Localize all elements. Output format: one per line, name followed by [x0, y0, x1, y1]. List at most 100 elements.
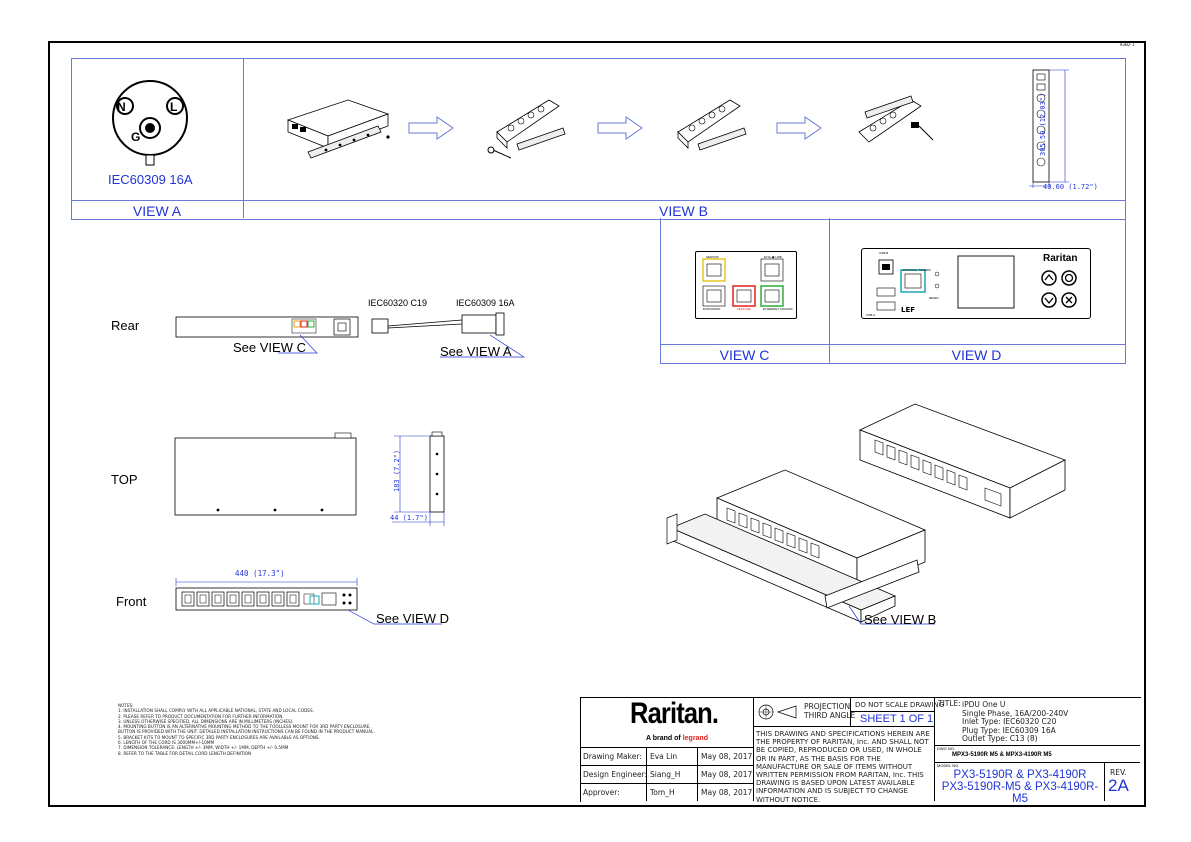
dwg-no: MPX3-5190R M5 & MPX3-4190R M5: [952, 752, 1052, 758]
pdu-top-view: [174, 431, 445, 526]
note-line: BUTTON IS PROVIDED WITH THE UNIT. DETAIL…: [118, 729, 375, 735]
revision: 2A: [1108, 776, 1129, 795]
bracket-install-step-2: [487, 99, 566, 159]
logo-sub-prefix: A brand of: [646, 735, 681, 742]
c19-label: IEC60320 C19: [368, 298, 428, 308]
iec60309-plug-diagram: [112, 80, 188, 166]
port-usb-b-label: USB-B: [879, 251, 889, 255]
notes-block: NOTES: 1. INSTALLATION SHALL COMPLY WITH…: [118, 703, 448, 756]
pin-g-label: G: [131, 130, 141, 144]
bracket-side-view: [1029, 69, 1069, 188]
pin-l-label: L: [170, 100, 178, 114]
design-engineer-role: Design Engineer:: [583, 770, 648, 779]
reset-label: RESET: [929, 296, 940, 300]
title-lines: iPDU One U Single Phase, 16A/200-240V In…: [962, 700, 1069, 744]
approver-name: Tom_H: [650, 788, 675, 797]
disclaimer-text: THIS DRAWING AND SPECIFICATIONS HEREIN A…: [756, 730, 930, 804]
pdu-isometric-view: [666, 403, 1066, 625]
design-engineer-date: May 08, 2017: [701, 770, 753, 779]
drawing-maker-date: May 08, 2017: [701, 752, 753, 761]
drawing-maker-name: Eva Lin: [650, 752, 678, 761]
svg-text:LEF: LEF: [901, 306, 915, 314]
port-sensor-label: SENSOR: [706, 255, 719, 259]
bracket-install-step-4: [858, 95, 934, 143]
model-no-lines: PX3-5190R & PX3-4190R PX3-5190R-M5 & PX3…: [937, 769, 1103, 805]
note-line: 8. REFER TO THE TABLE FOR DETAIL CORD LE…: [118, 750, 252, 756]
pin-n-label: N: [117, 100, 126, 114]
note-line: 2. PLEASE REFER TO PRODUCT DOCUMENTATION…: [118, 713, 284, 719]
rear-port-panel-detail: [702, 258, 784, 307]
bracket-install-step-3: [677, 99, 747, 151]
title-line: Plug Type: IEC60309 16A: [962, 725, 1056, 735]
note-line: 3. UNLESS OTHERWISE SPECIFIED, ALL DIMEN…: [118, 718, 294, 724]
top-depth-dim: 44 (1.7"): [390, 514, 428, 522]
view-cd-frame: [660, 218, 1126, 364]
note-line: 7. DIMENSION TOLERANCE: LENGTH +/- 3MM, …: [118, 745, 289, 751]
view-d-label: VIEW D: [951, 347, 1002, 363]
front-width-dim: 440 (17.3"): [235, 569, 285, 578]
see-view-b-callout: See VIEW B: [864, 612, 937, 627]
title-line: iPDU One U: [962, 700, 1006, 709]
design-engineer-name: Siang_H: [650, 770, 681, 779]
notes-title: NOTES:: [118, 703, 134, 708]
view-d-brand: Raritan: [1043, 253, 1078, 264]
front-control-panel: [861, 248, 1091, 319]
front-label: Front: [116, 594, 147, 609]
raritan-logo: Raritan.: [630, 697, 719, 730]
title-line: Outlet Type: C13 (8): [962, 734, 1038, 744]
model-line: PX3-5190R & PX3-4190R: [953, 769, 1087, 781]
rear-port-panel: [695, 251, 797, 319]
legrand-brand: legrand: [682, 735, 708, 742]
see-view-d-callout: See VIEW D: [376, 611, 449, 626]
title-line: Inlet Type: IEC60320 C20: [962, 717, 1057, 727]
port-feature-label: FEATURE: [737, 307, 751, 311]
rear-label: Rear: [111, 318, 140, 333]
third-angle-label: THIRD ANGLE: [804, 711, 856, 720]
see-view-c-callout: See VIEW C: [233, 340, 306, 355]
bracket-install-step-1: [286, 99, 390, 159]
logo-sub-text: A brand of legrand: [646, 735, 708, 742]
port-eth-top-label: ETH+▣ USB: [764, 255, 782, 259]
sheet-number: SHEET 1 OF 1: [860, 713, 934, 725]
model-line: PX3-5190R-M5 & PX3-4190R-M5: [941, 781, 1099, 805]
dwg-no-label: DWG NO.: [937, 746, 955, 751]
rev-label: REV.: [1110, 768, 1127, 777]
view-b-label: VIEW B: [658, 203, 708, 219]
model-no-label: MODEL NO.: [937, 763, 960, 768]
top-label: TOP: [111, 472, 138, 487]
bracket-width-dim: 43.60 (1.72"): [1043, 183, 1098, 191]
drawing-maker-role: Drawing Maker:: [583, 752, 642, 761]
note-line: 5. BRACKET KITS TO MOUNT TO SPECIFIC 3RD…: [118, 734, 320, 740]
note-line: 6. LENGTH OF THE CORD IS 3000MM+/-10MM: [118, 740, 215, 746]
arrow-right-icon: [597, 116, 643, 140]
pdu-front-view: [175, 578, 442, 625]
port-usb-a-label: USB-A: [866, 313, 876, 317]
bracket-height-dim: 305.50 (12.03"): [1039, 92, 1047, 156]
port-ethernet-label: ETHERNET 100/1000: [763, 307, 793, 311]
note-line: 4. MOUNTING BUTTON IS AN ALTERNATIVE MOU…: [118, 724, 371, 730]
projection-label: PROJECTION: [804, 702, 851, 711]
title-label: TITLE:: [938, 699, 961, 708]
view-a-label: VIEW A: [132, 203, 182, 219]
view-a-plug-caption: IEC60309 16A: [108, 172, 193, 187]
third-angle-projection-icon: [758, 704, 797, 720]
iec16-label: IEC60309 16A: [456, 298, 515, 308]
pdu-rear-view: [175, 312, 526, 358]
port-console-label: CONSOLE / MODEM: [902, 268, 931, 272]
corner-code: A3EQ-1: [1120, 42, 1135, 47]
view-c-label: VIEW C: [719, 347, 770, 363]
approver-role: Approver:: [583, 788, 620, 797]
note-line: 1. INSTALLATION SHALL COMPLY WITH ALL AP…: [118, 708, 315, 714]
title-line: Single Phase, 16A/200-240V: [962, 708, 1069, 718]
approver-date: May 08, 2017: [701, 788, 753, 797]
see-view-a-callout: See VIEW A: [440, 344, 512, 359]
arrow-right-icon: [776, 116, 822, 140]
top-height-dim: 183 (7.2"): [393, 449, 401, 492]
front-control-panel-detail: LEF: [876, 255, 1077, 314]
view-ab-frame: [71, 58, 1126, 220]
title-block: [580, 697, 1141, 802]
arrow-right-icon: [408, 116, 454, 140]
do-not-scale-label: DO NOT SCALE DRAWING: [855, 701, 945, 709]
port-expansion-label: EXPANSION: [703, 307, 721, 311]
drawing-sheet-border: [48, 41, 1146, 807]
